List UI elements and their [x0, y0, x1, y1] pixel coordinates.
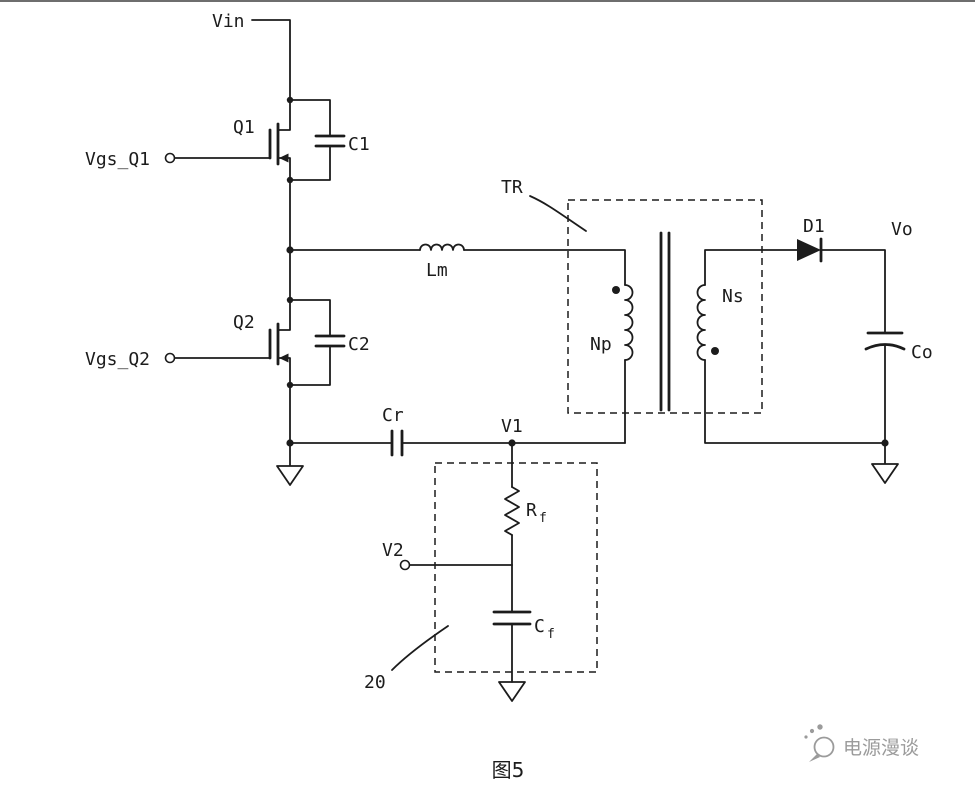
junction-dot: [286, 439, 294, 447]
v2-terminal: [399, 559, 411, 571]
lm-label: Lm: [426, 260, 448, 281]
c1-label: C1: [348, 134, 370, 155]
lm-right-wire: [463, 249, 626, 286]
rf-label: R: [526, 500, 537, 521]
ns-polarity-dot: [711, 347, 719, 355]
figure-caption: 图5: [492, 758, 525, 782]
v1-node-dot: [508, 439, 516, 447]
mosfet-q2: [164, 299, 291, 386]
vo-wire: [820, 249, 886, 334]
c2-bottom-lead: [289, 345, 331, 386]
vin-lead-wire: [251, 19, 291, 101]
junction-dot: [286, 176, 294, 184]
feedback-ground-icon: [498, 681, 526, 702]
mosfet-q1: [164, 99, 291, 181]
input-rail: [251, 19, 304, 486]
primary-ground-icon: [276, 465, 304, 486]
vgs-q1-label: Vgs_Q1: [85, 149, 150, 170]
np-winding-coil: [624, 284, 634, 361]
ns-label: Ns: [722, 286, 744, 307]
tr-label: TR: [501, 177, 523, 198]
watermark-text: 电源漫谈: [843, 737, 919, 759]
tr-dashed-box: [567, 199, 763, 414]
vin-label: Vin: [212, 11, 245, 32]
watermark-spark-dot: [817, 724, 823, 730]
v1-label: V1: [501, 416, 523, 437]
watermark-icon: [804, 724, 835, 762]
inductor-lm: [289, 243, 626, 286]
ns-bottom-wire: [704, 359, 886, 444]
feedback-network: [391, 442, 598, 702]
d1-label: D1: [803, 216, 825, 237]
c2-top-lead: [289, 299, 331, 337]
ns-winding-coil: [696, 284, 706, 361]
q2-arrow-icon: [279, 353, 289, 363]
vgs-q2-label: Vgs_Q2: [85, 349, 150, 370]
np-label: Np: [590, 334, 612, 355]
v2-label: V2: [382, 540, 404, 561]
q2-label: Q2: [233, 312, 255, 333]
capacitor-c1: [289, 99, 346, 181]
watermark-bubble-tail: [809, 754, 820, 762]
output-stage: [797, 237, 906, 484]
capacitor-cr: [289, 429, 626, 457]
output-ground-icon: [871, 463, 899, 484]
junction-dot: [286, 246, 294, 254]
box20-leader-line: [391, 625, 449, 671]
q1-arrow-icon: [279, 153, 289, 163]
watermark-spark-dot: [804, 735, 808, 739]
lm-coil: [419, 243, 465, 251]
q1-drain-lead: [277, 99, 291, 131]
q2-drain-lead: [277, 299, 291, 331]
watermark-bubble-icon: [813, 736, 835, 758]
vo-label: Vo: [891, 219, 913, 240]
watermark-spark-dot: [809, 728, 815, 734]
co-label: Co: [911, 342, 933, 363]
output-node-dot: [881, 439, 889, 447]
d1-diode-icon: [797, 239, 821, 261]
c1-top-lead: [289, 99, 331, 137]
capacitor-c2: [289, 299, 346, 386]
vgs-q2-terminal: [164, 352, 176, 364]
junction-dot: [286, 381, 294, 389]
box20-dashed-box: [434, 462, 598, 673]
junction-dot: [286, 296, 294, 304]
watermark: 电源漫谈: [804, 724, 919, 762]
c2-label: C2: [348, 334, 370, 355]
c1-bottom-lead: [289, 145, 331, 181]
cr-label: Cr: [382, 405, 404, 426]
np-polarity-dot: [612, 286, 620, 294]
tr-leader-line: [529, 195, 587, 232]
cf-label: C: [534, 616, 545, 637]
junction-dot: [286, 96, 294, 104]
rf-resistor-zigzag: [504, 486, 520, 536]
rf-subscript: f: [539, 511, 547, 526]
box20-label: 20: [364, 672, 386, 693]
cf-subscript: f: [547, 627, 555, 642]
ns-top-wire: [704, 249, 798, 286]
labels: Vin Q1 Vgs_Q1 C1 Q2 Vgs_Q2 C2 Lm Cr V1 T…: [85, 11, 933, 693]
transformer-tr: [529, 195, 886, 444]
junction-dots: [286, 96, 889, 447]
vgs-q1-terminal: [164, 152, 176, 164]
q1-label: Q1: [233, 117, 255, 138]
